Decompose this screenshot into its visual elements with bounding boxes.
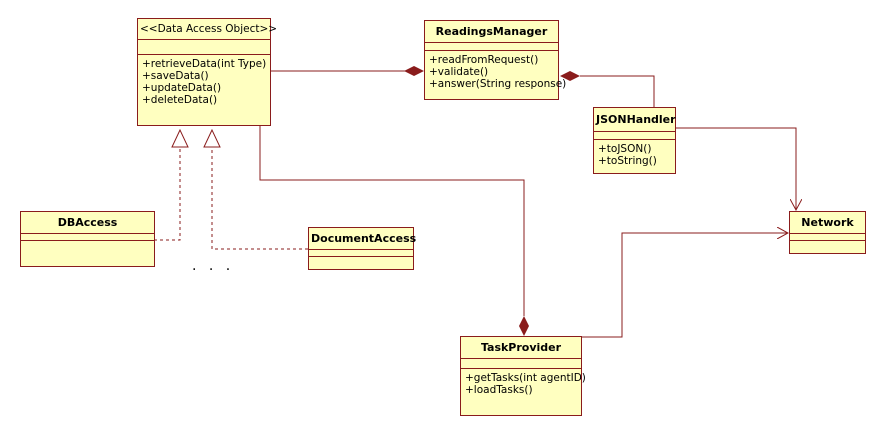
operations-section: +getTasks(int agentID) +loadTasks() [461, 368, 586, 399]
operation: +deleteData() [142, 94, 218, 106]
operation: +loadTasks() [465, 384, 533, 396]
attributes-section [138, 39, 270, 54]
class-network[interactable]: Network [789, 211, 866, 254]
ellipsis-more-implementations: . . . [192, 258, 235, 274]
class-name: DBAccess [57, 216, 118, 229]
operation: +toString() [598, 155, 657, 167]
class-name: DocumentAccess [311, 232, 417, 245]
composition-dao-readings [271, 66, 424, 76]
attributes-section [594, 131, 675, 139]
class-document-access[interactable]: DocumentAccess [308, 227, 417, 270]
realization-docaccess-dao [203, 128, 308, 250]
class-name: JSONHandler [596, 113, 676, 126]
association-json-network [675, 127, 796, 210]
operation: +retrieveData(int Type) [142, 58, 267, 70]
composition-diamond [404, 66, 424, 76]
attributes-section [309, 249, 413, 256]
operation: +updateData() [142, 82, 222, 94]
operation: +validate() [429, 66, 489, 78]
class-readings-manager[interactable]: ReadingsManager +readFromRequest() +vali… [424, 20, 567, 100]
operation: +getTasks(int agentID) [465, 372, 586, 384]
realization-triangle [171, 128, 189, 148]
class-name: Network [801, 216, 854, 229]
operation: +readFromRequest() [429, 54, 539, 66]
operations-section: +readFromRequest() +validate() +answer(S… [425, 50, 567, 93]
realization-dbaccess-dao [154, 128, 189, 241]
operations-section: +retrieveData(int Type) +saveData() +upd… [138, 54, 270, 109]
operations-section [790, 240, 865, 249]
composition-readings-json [560, 71, 655, 107]
class-data-access-object[interactable]: <<Data Access Object>> +retrieveData(int… [137, 18, 278, 126]
class-db-access[interactable]: DBAccess [20, 211, 155, 267]
operations-section [21, 240, 154, 261]
attributes-section [425, 42, 558, 50]
operation: +toJSON() [598, 143, 652, 155]
association-task-network [581, 233, 788, 338]
operation: +saveData() [142, 70, 209, 82]
class-name: TaskProvider [480, 341, 562, 354]
operations-section: +toJSON() +toString() [594, 139, 675, 170]
class-json-handler[interactable]: JSONHandler +toJSON() +toString() [593, 107, 676, 174]
operations-section [309, 256, 413, 265]
composition-dao-task [259, 126, 529, 336]
composition-diamond [560, 71, 580, 81]
composition-diamond [519, 316, 529, 336]
realization-triangle [203, 128, 221, 148]
class-name: <<Data Access Object>> [140, 23, 278, 35]
class-task-provider[interactable]: TaskProvider +getTasks(int agentID) +loa… [460, 336, 586, 416]
attributes-section [790, 233, 865, 240]
attributes-section [461, 358, 581, 368]
attributes-section [21, 233, 154, 240]
operation: +answer(String response) [429, 78, 567, 90]
class-name: ReadingsManager [435, 25, 548, 38]
